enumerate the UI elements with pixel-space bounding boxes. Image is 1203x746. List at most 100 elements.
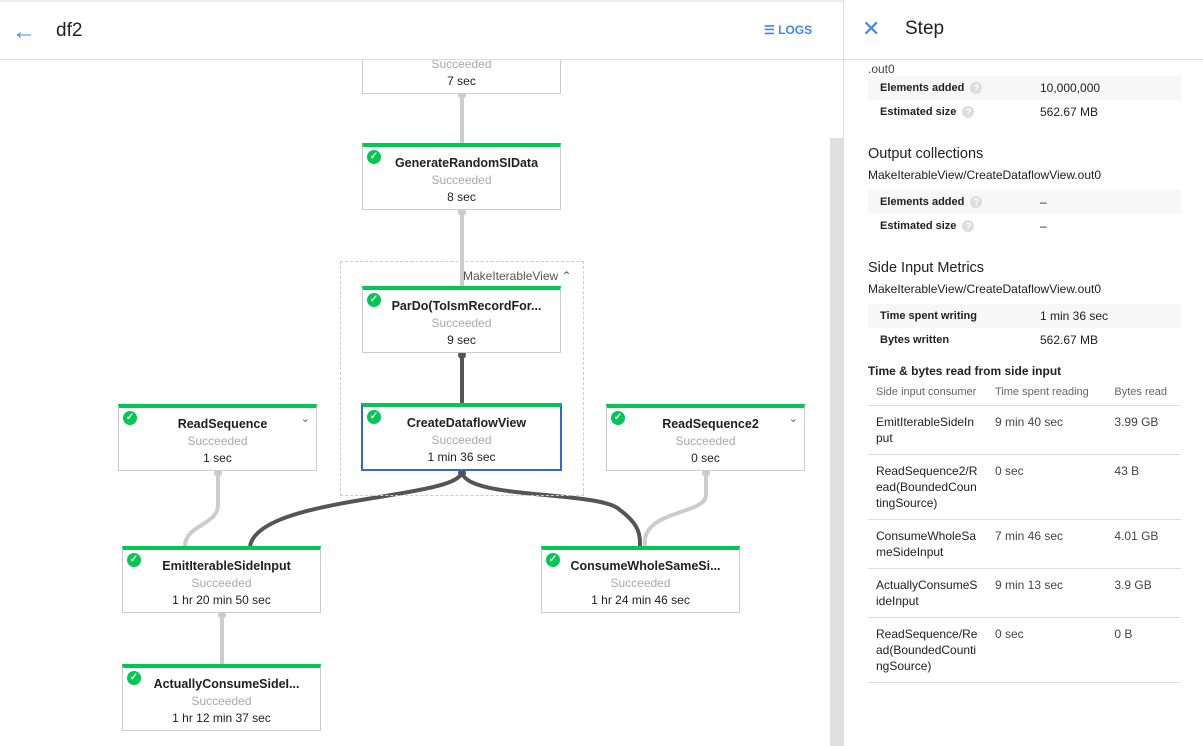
group-makeiterableview [340,261,584,496]
bytes-cell: 3.99 GB [1106,405,1181,455]
consumer-cell: ConsumeWholeSameSideInput [868,519,987,569]
pipeline-graph[interactable]: MakeIterableView ⌃ Succeeded 7 sec ✓ Genera… [0,0,830,746]
consumer-cell: ReadSequence2/Read(BoundedCountingSource… [868,454,987,520]
consumer-cell: ReadSequence/Read(BoundedCountingSource) [868,617,987,683]
metric-label: Bytes written [880,334,950,346]
help-icon[interactable]: ? [962,220,975,232]
check-circle-icon: ✓ [127,553,141,567]
metric-label: Time spent writing [880,310,977,322]
column-header: Time spent reading [987,384,1107,406]
metric-value: 1 min 36 sec [1040,309,1109,323]
table-row: ReadSequence2/Read(BoundedCountingSource… [868,454,1181,520]
help-icon[interactable]: ? [970,82,983,94]
panel-title: Step [905,18,945,39]
step-status: Succeeded [675,434,736,448]
step-time: 1 hr 24 min 46 sec [591,593,690,607]
metric-row: Estimated size? 562.67 MB [868,100,1181,124]
step-time: 1 sec [203,451,232,465]
check-circle-icon: ✓ [367,150,381,164]
side-input-title: Side Input Metrics [868,260,985,276]
check-circle-icon: ✓ [127,671,141,685]
side-input-read-table: Side input consumer Time spent reading B… [868,384,1181,683]
group-label[interactable]: MakeIterableView ⌃ [463,269,572,283]
panel-header: ✕ Step [844,0,1203,60]
header: ← df2 ☰ LOGS [0,0,843,60]
metric-value: – [1040,219,1047,233]
step-name: ActuallyConsumeSideI... [153,677,300,691]
graph-edges [183,91,710,664]
metric-row: Elements added?– [868,190,1181,214]
step-name: GenerateRandomSIData [394,156,539,170]
edge [642,471,708,547]
step-name: ReadSequence [177,417,268,431]
bytes-cell: 0 B [1106,617,1181,683]
metric-row: Time spent writing 1 min 36 sec [868,304,1181,328]
step-status: Succeeded [191,694,252,708]
step-time: 0 sec [691,451,720,465]
column-header: Side input consumer [868,384,987,406]
edge-port [214,469,222,477]
consumer-cell: ActuallyConsumeSideInput [868,568,987,618]
metric-row: Estimated size?– [868,214,1181,238]
back-arrow-icon[interactable]: ← [12,18,36,45]
time-cell: 9 min 13 sec [987,568,1107,618]
scrollbar[interactable] [830,138,843,746]
help-icon[interactable]: ? [970,196,983,208]
step-status: Succeeded [187,434,248,448]
step-status: Succeeded [431,433,492,447]
graph-area: MakeIterableView ⌃ Succeeded 7 sec ✓ Genera… [0,0,843,746]
metric-value: 562.67 MB [1040,105,1099,119]
edge [460,470,642,547]
metric-value: – [1040,195,1047,209]
chevron-down-icon[interactable]: ⌄ [300,413,310,425]
time-cell: 0 sec [987,617,1107,683]
close-icon[interactable]: ✕ [862,16,881,41]
chevron-down-icon[interactable]: ⌄ [788,413,798,425]
chevron-up-icon[interactable]: ⌃ [561,269,572,283]
step-name: CreateDataflowView [406,416,527,430]
clipped-collection-name: .out0 [868,62,895,76]
metric-value: 562.67 MB [1040,333,1099,347]
check-circle-icon: ✓ [611,411,625,425]
list-icon: ☰ [764,23,775,37]
metric-row: Bytes written 562.67 MB [868,328,1181,352]
help-icon[interactable]: ? [962,106,975,118]
column-header: Bytes read [1106,384,1181,406]
metric-label: Elements added [880,82,965,94]
edge-port [458,351,466,359]
step-status: Succeeded [191,576,252,590]
edge-port [702,469,710,477]
edge [183,471,220,547]
check-circle-icon: ✓ [367,410,381,424]
step-status: Succeeded [431,57,492,71]
step-node[interactable]: Succeeded 7 sec [362,56,561,94]
time-cell: 9 min 40 sec [987,405,1107,455]
step-time: 9 sec [447,333,476,347]
consumer-cell: EmitIterableSideInput [868,405,987,455]
check-circle-icon: ✓ [123,411,137,425]
edge-port [458,208,466,216]
step-time: 1 hr 20 min 50 sec [172,593,271,607]
time-cell: 0 sec [987,454,1107,520]
check-circle-icon: ✓ [367,293,381,307]
step-time: 7 sec [447,74,476,88]
step-name: ReadSequence2 [662,417,759,431]
metric-label: Estimated size [880,106,957,118]
step-name: ParDo(ToIsmRecordFor... [391,299,542,313]
step-time: 8 sec [447,190,476,204]
time-cell: 7 min 46 sec [987,519,1107,569]
check-circle-icon: ✓ [546,553,560,567]
logs-button[interactable]: ☰ LOGS [764,23,813,37]
step-time: 1 min 36 sec [427,450,496,464]
